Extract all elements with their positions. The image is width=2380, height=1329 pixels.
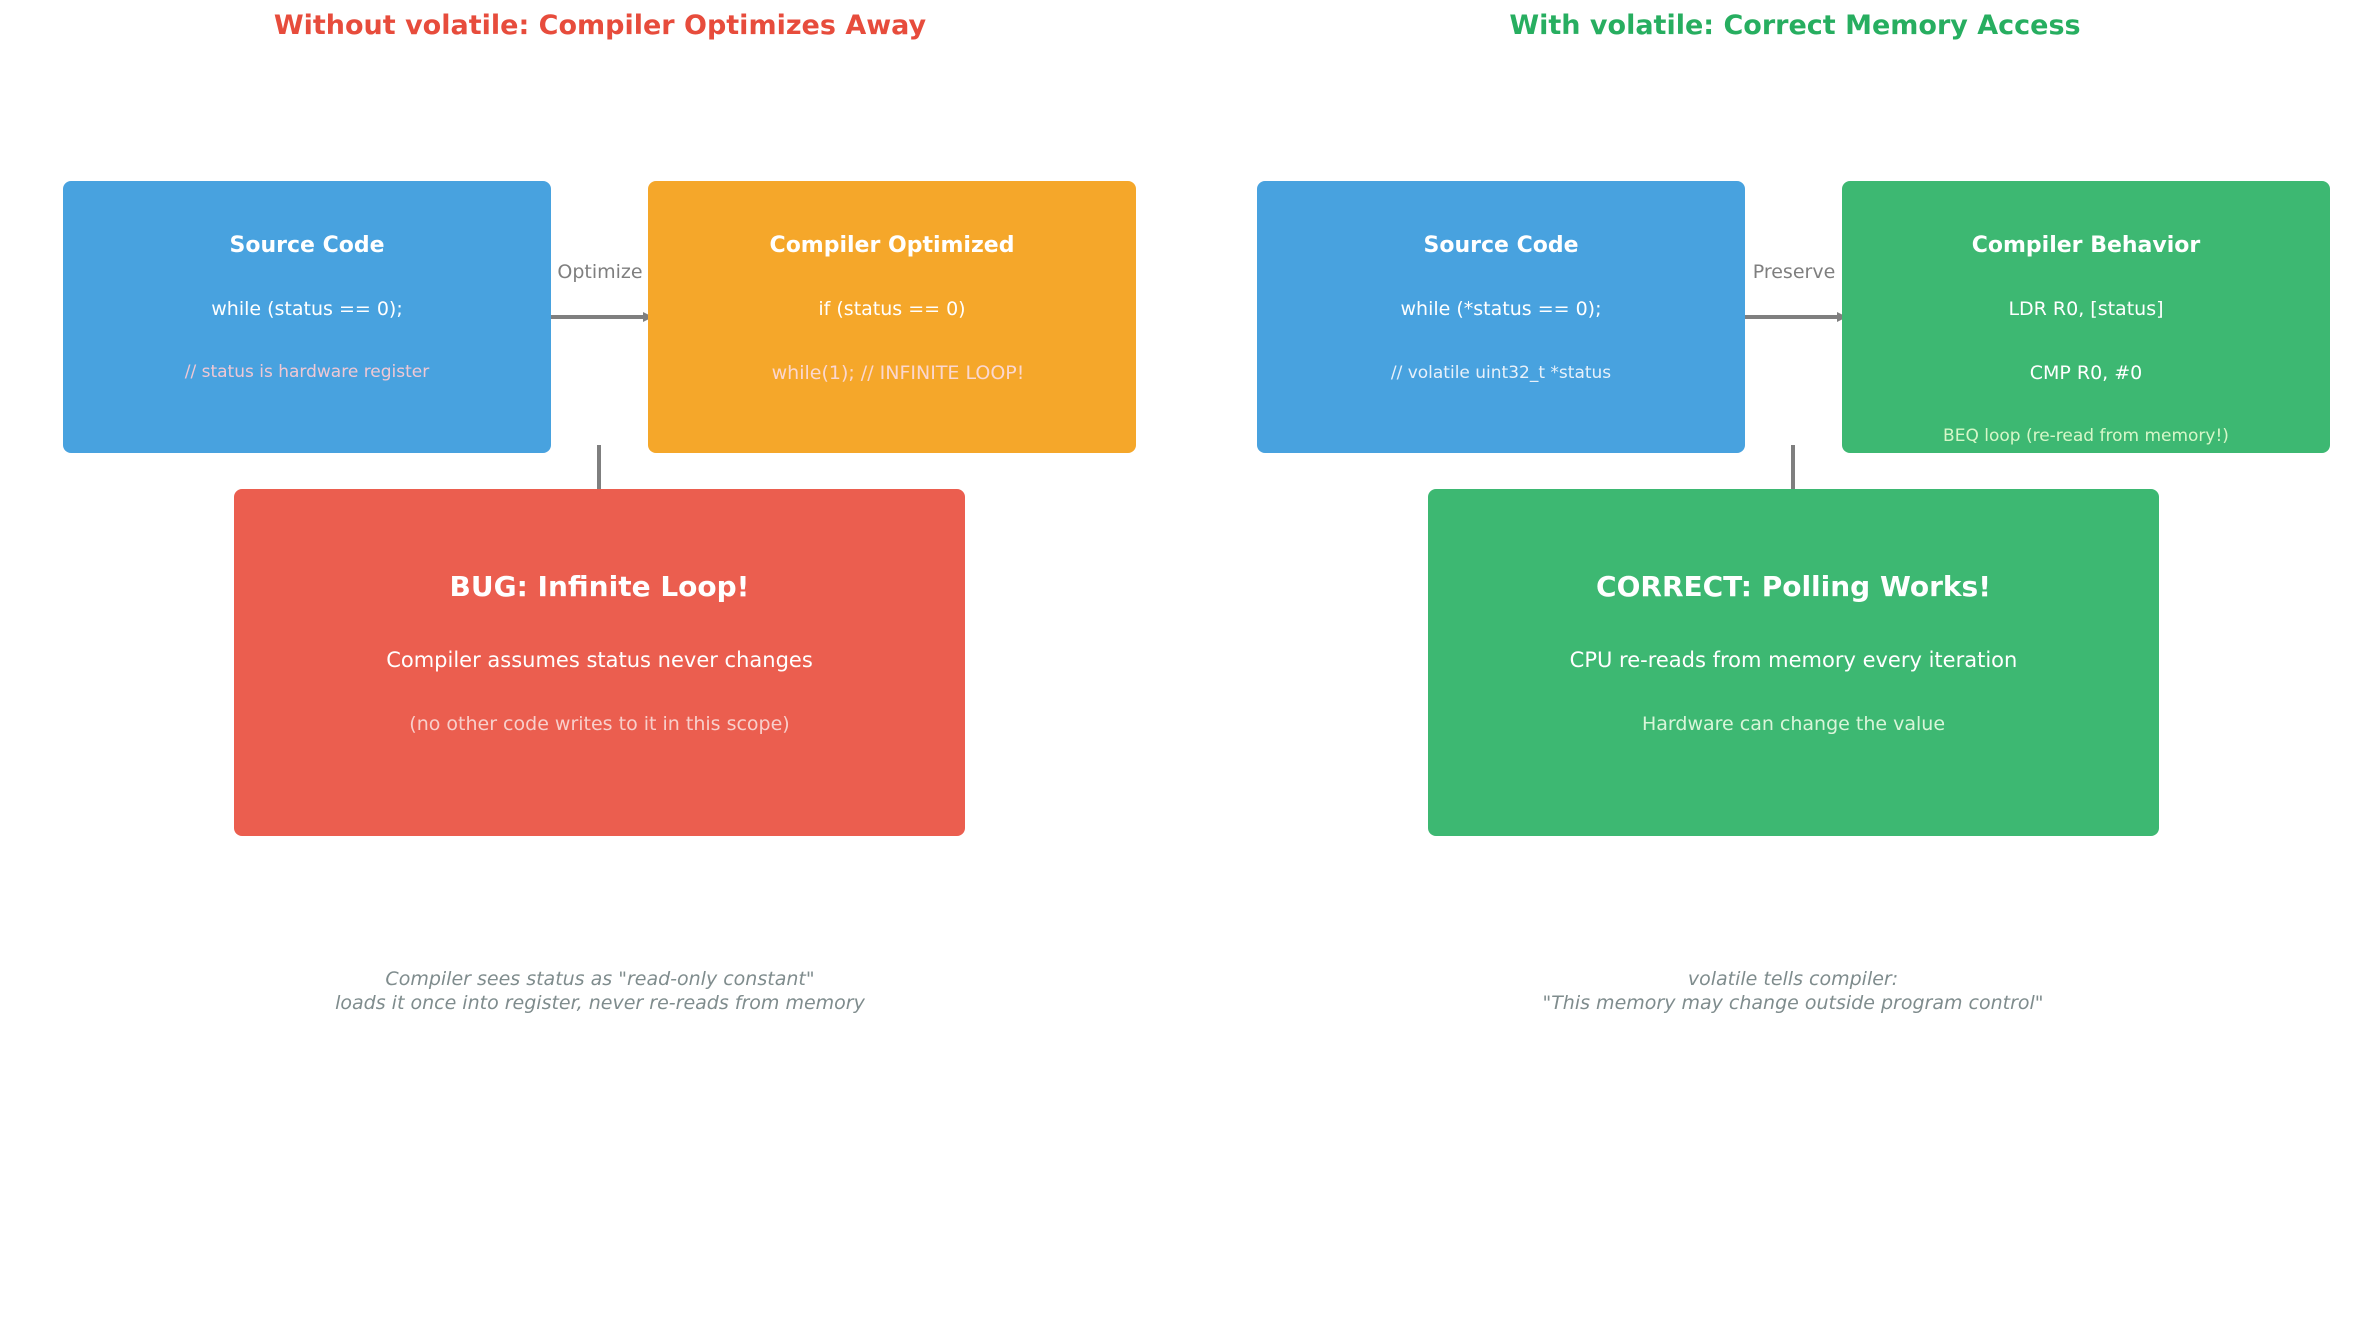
right-compiled-line1: LDR R0, [status]: [2008, 298, 2164, 320]
right-compiled-heading: Compiler Behavior: [1971, 233, 2201, 258]
right-source-line1: while (*status == 0);: [1400, 298, 1602, 320]
right-note: volatile tells compiler: "This memory ma…: [1193, 967, 2380, 1015]
left-compiled-line1: if (status == 0): [818, 298, 966, 320]
right-compiled-line3: BEQ loop (re-read from memory!): [1943, 426, 2229, 446]
left-source-line1: while (status == 0);: [211, 298, 403, 320]
left-source-heading: Source Code: [229, 233, 385, 258]
right-result-line1: CPU re-reads from memory every iteration: [1569, 648, 2018, 672]
left-compiled-heading: Compiler Optimized: [769, 233, 1015, 258]
left-note-line1: Compiler sees status as "read-only const…: [385, 968, 815, 990]
left-source-comment: // status is hardware register: [184, 362, 430, 382]
left-note: Compiler sees status as "read-only const…: [0, 967, 1200, 1015]
right-source-heading: Source Code: [1423, 233, 1579, 258]
left-title: Without volatile: Compiler Optimizes Awa…: [273, 10, 927, 41]
right-compiled-box: Compiler Behavior LDR R0, [status] CMP R…: [1842, 181, 2330, 453]
left-compiled-box: Compiler Optimized if (status == 0) whil…: [648, 181, 1136, 453]
right-result-line2: Hardware can change the value: [1641, 713, 1946, 735]
right-note-line2: "This memory may change outside program …: [1542, 992, 2044, 1014]
right-source-comment: // volatile uint32_t *status: [1390, 363, 1612, 383]
right-compiled-line2: CMP R0, #0: [2029, 362, 2143, 384]
right-note-line1: volatile tells compiler:: [1687, 968, 1899, 990]
left-result-heading: BUG: Infinite Loop!: [449, 570, 750, 603]
left-result-box: BUG: Infinite Loop! Compiler assumes sta…: [234, 489, 965, 836]
left-result-line1: Compiler assumes status never changes: [386, 648, 813, 672]
right-title: With volatile: Correct Memory Access: [1509, 10, 2081, 41]
preserve-label: Preserve: [1752, 261, 1836, 283]
left-compiled-line2: while(1); // INFINITE LOOP!: [771, 362, 1025, 384]
right-source-box: Source Code while (*status == 0); // vol…: [1257, 181, 1745, 453]
left-result-line2: (no other code writes to it in this scop…: [409, 713, 790, 735]
right-result-box: CORRECT: Polling Works! CPU re-reads fro…: [1428, 489, 2159, 836]
left-source-box: Source Code while (status == 0); // stat…: [63, 181, 551, 453]
left-note-line2: loads it once into register, never re-re…: [335, 992, 865, 1014]
optimize-label: Optimize: [557, 261, 643, 283]
right-result-heading: CORRECT: Polling Works!: [1596, 570, 1991, 603]
